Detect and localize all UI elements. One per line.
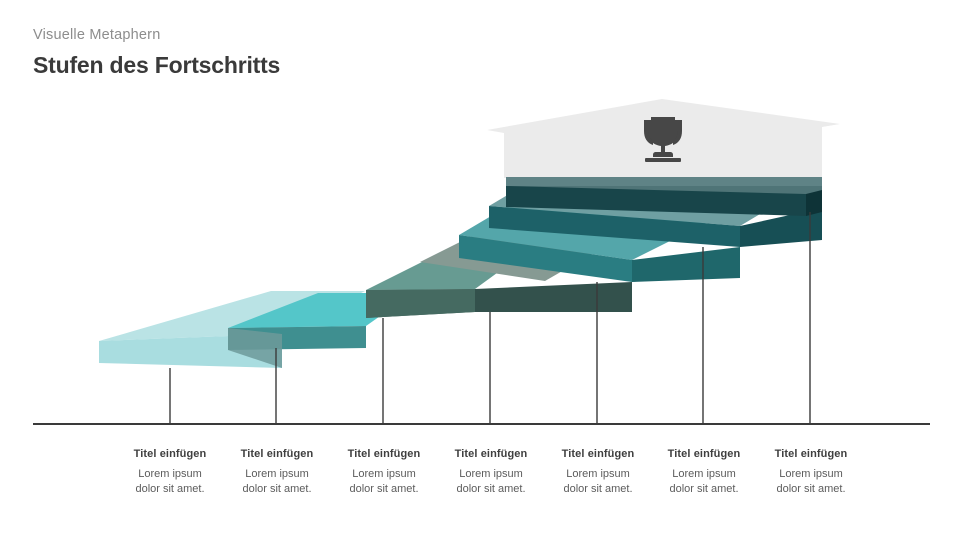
page-title: Stufen des Fortschritts [33,52,281,78]
caption-title: Titel einfügen [454,448,528,460]
caption-title: Titel einfügen [347,448,421,460]
step-3-riser [366,289,475,318]
caption-body-line-2: dolor sit amet. [563,483,633,495]
caption-body-line-2: dolor sit amet. [669,483,739,495]
trophy-icon [644,117,682,162]
caption-body: Lorem ipsum dolor sit amet. [639,467,769,497]
caption-body-line-1: Lorem ipsum [245,468,309,480]
step-5 [459,206,740,282]
caption-title: Titel einfügen [561,448,635,460]
goal-banner [487,99,840,178]
caption-title: Titel einfügen [774,448,848,460]
caption-body-line-2: dolor sit amet. [135,483,205,495]
caption-item-4[interactable]: Titel einfügen Lorem ipsum dolor sit ame… [426,446,556,497]
caption-item-3[interactable]: Titel einfügen Lorem ipsum dolor sit ame… [319,446,449,497]
caption-body-line-1: Lorem ipsum [138,468,202,480]
caption-body: Lorem ipsum dolor sit amet. [212,467,342,497]
caption-body-line-1: Lorem ipsum [566,468,630,480]
step-2 [228,293,413,368]
caption-row: Titel einfügen Lorem ipsum dolor sit ame… [0,446,960,516]
caption-body-line-1: Lorem ipsum [459,468,523,480]
caption-item-2[interactable]: Titel einfügen Lorem ipsum dolor sit ame… [212,446,342,497]
caption-title: Titel einfügen [667,448,741,460]
caption-item-1[interactable]: Titel einfügen Lorem ipsum dolor sit ame… [105,446,235,497]
caption-body-line-2: dolor sit amet. [349,483,419,495]
caption-body: Lorem ipsum dolor sit amet. [746,467,876,497]
leader-lines [169,212,811,424]
caption-body-line-2: dolor sit amet. [776,483,846,495]
caption-body-line-2: dolor sit amet. [242,483,312,495]
step-6 [489,177,822,247]
step-1 [99,291,365,368]
caption-body: Lorem ipsum dolor sit amet. [426,467,556,497]
caption-body-line-1: Lorem ipsum [352,468,416,480]
caption-body-line-2: dolor sit amet. [456,483,526,495]
caption-body: Lorem ipsum dolor sit amet. [105,467,235,497]
caption-body: Lorem ipsum dolor sit amet. [533,467,663,497]
caption-body-line-1: Lorem ipsum [672,468,736,480]
caption-body: Lorem ipsum dolor sit amet. [319,467,449,497]
caption-title: Titel einfügen [133,448,207,460]
step-4 [420,235,632,312]
slide-eyebrow: Visuelle Metaphern [33,27,161,43]
step-3 [366,262,512,318]
caption-item-7[interactable]: Titel einfügen Lorem ipsum dolor sit ame… [746,446,876,497]
caption-title: Titel einfügen [240,448,314,460]
step-7 [506,177,822,216]
caption-item-5[interactable]: Titel einfügen Lorem ipsum dolor sit ame… [533,446,663,497]
caption-item-6[interactable]: Titel einfügen Lorem ipsum dolor sit ame… [639,446,769,497]
slide-header: Visuelle Metaphern Stufen des Fortschrit… [33,26,733,80]
caption-body-line-1: Lorem ipsum [779,468,843,480]
